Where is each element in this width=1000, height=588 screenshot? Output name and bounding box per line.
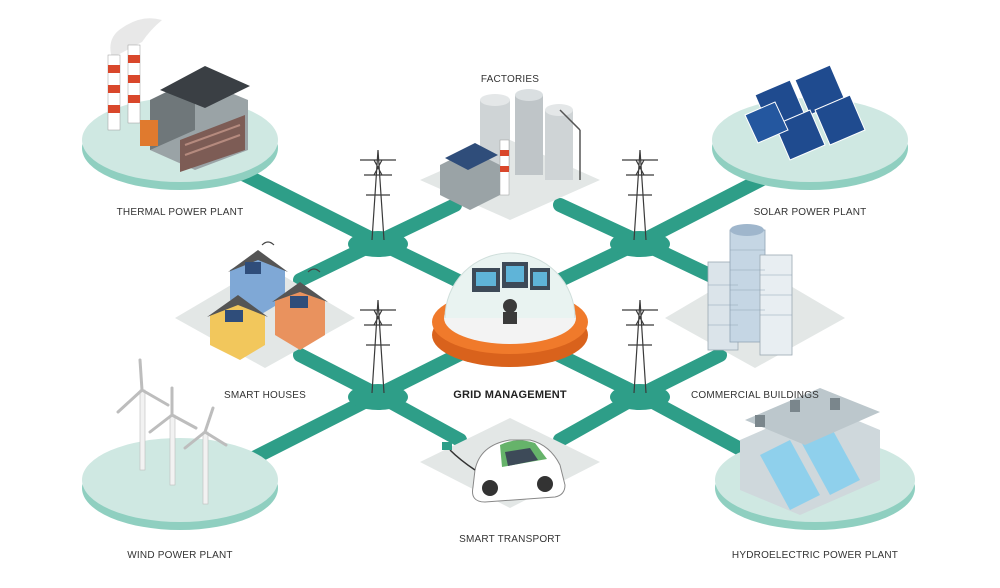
- pylon-se: [622, 299, 658, 394]
- pylon-sw: [360, 299, 396, 394]
- electric-car-icon: [442, 439, 566, 503]
- label-thermal: THERMAL POWER PLANT: [116, 207, 244, 218]
- junction-nodes: [348, 231, 670, 410]
- connector-thermal: [228, 163, 385, 249]
- label-smart-houses: SMART HOUSES: [223, 390, 307, 401]
- junction-se: [610, 384, 670, 410]
- grid-management-hub: [432, 252, 588, 367]
- thermal-plant-icon: [107, 18, 250, 172]
- connector-wind: [233, 388, 385, 472]
- junction-nw: [348, 231, 408, 257]
- solar-panels-icon: [744, 64, 866, 161]
- label-wind: WIND POWER PLANT: [127, 550, 233, 561]
- smart-houses-icon: [207, 241, 328, 360]
- label-commercial: COMMERCIAL BUILDINGS: [690, 390, 820, 401]
- wind-turbines-icon: [116, 358, 228, 505]
- label-hydro: HYDROELECTRIC POWER PLANT: [731, 550, 899, 561]
- label-factories: FACTORIES: [480, 74, 540, 85]
- label-transport: SMART TRANSPORT: [459, 534, 561, 545]
- factory-icon: [440, 89, 581, 210]
- platform-wind: [82, 438, 278, 530]
- commercial-buildings-icon: [707, 224, 793, 356]
- junction-sw: [348, 384, 408, 410]
- connector-solar: [633, 168, 777, 249]
- label-grid-management: GRID MANAGEMENT: [453, 389, 567, 401]
- hydro-dam-icon: [740, 388, 880, 515]
- pylon-nw: [360, 149, 396, 241]
- pylon-ne: [622, 149, 658, 241]
- junction-ne: [610, 231, 670, 257]
- label-solar: SOLAR POWER PLANT: [753, 207, 867, 218]
